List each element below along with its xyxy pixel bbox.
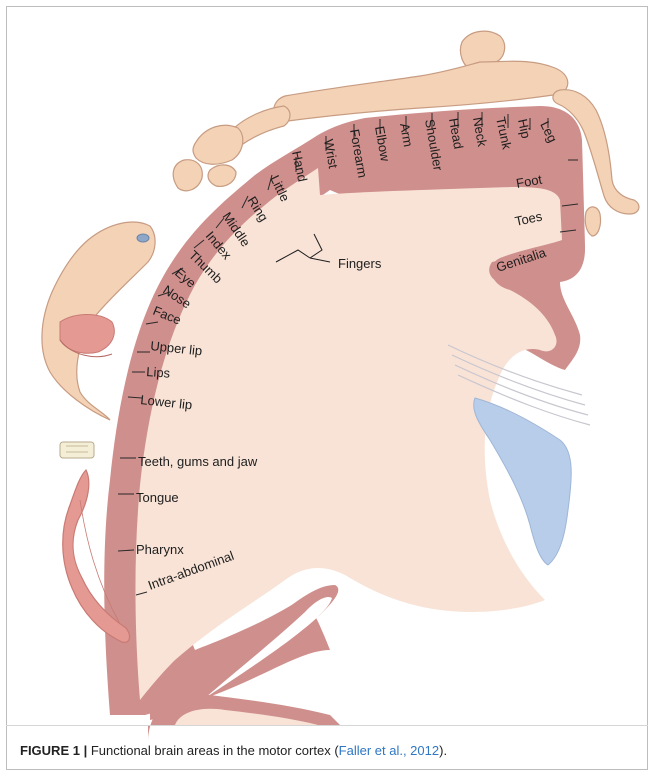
label-tongue: Tongue [136, 490, 179, 505]
label-pharynx: Pharynx [136, 542, 184, 557]
caption-suffix: ). [439, 743, 447, 758]
label-lips: Lips [146, 364, 171, 381]
label-fingers: Fingers [338, 256, 382, 271]
homunculus-teeth [60, 442, 94, 458]
caption-text: Functional brain areas in the motor cort… [87, 743, 338, 758]
caption-divider [6, 725, 648, 726]
figure-number: FIGURE 1 | [20, 743, 87, 758]
citation-link[interactable]: Faller et al., 2012 [339, 743, 439, 758]
figure-caption: FIGURE 1 | Functional brain areas in the… [20, 743, 447, 758]
label-teeth: Teeth, gums and jaw [138, 454, 258, 469]
